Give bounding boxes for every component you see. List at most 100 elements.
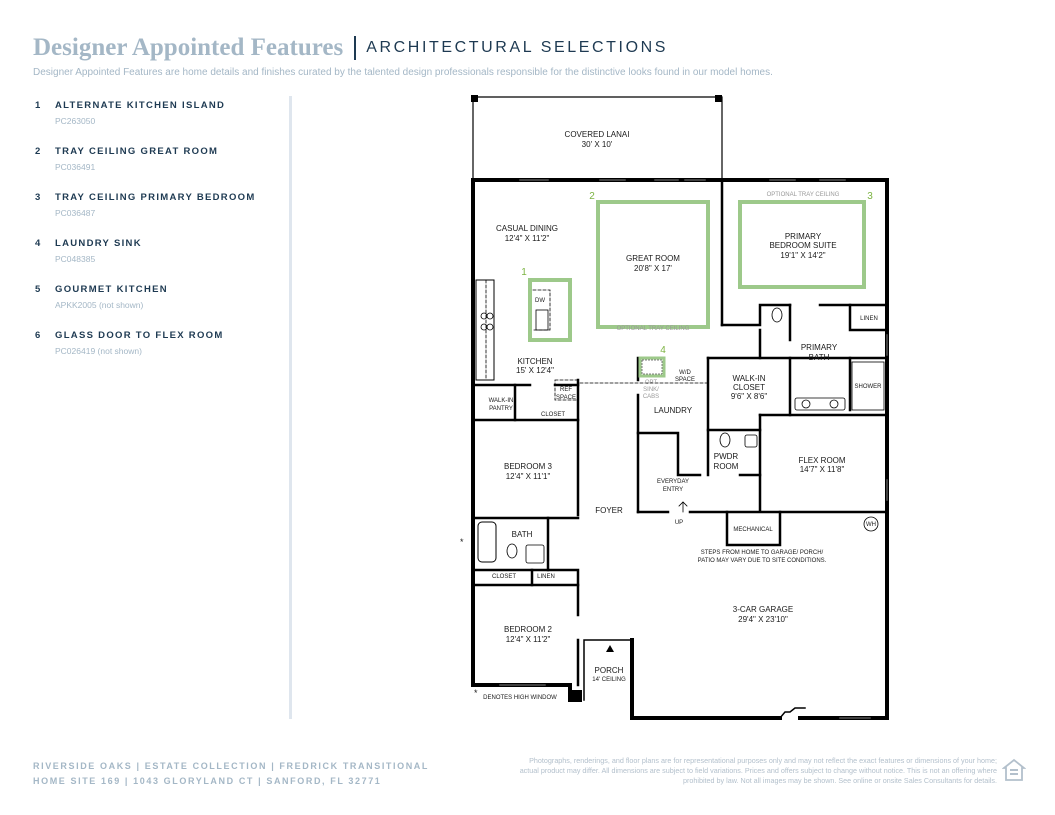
lanai-label: COVERED LANAI	[565, 130, 630, 139]
primary-bath-label-2: BATH	[809, 353, 830, 362]
primary-bedroom-tray-highlight	[738, 200, 866, 289]
feature-name: LAUNDRY SINK	[55, 238, 142, 249]
up-arrow	[678, 501, 688, 513]
everyday-entry-label-2: ENTRY	[663, 487, 683, 493]
pwdr-sink	[744, 434, 758, 448]
interior-walls	[471, 178, 889, 687]
option-highlights	[528, 200, 866, 378]
water-heater-label: WH	[866, 522, 876, 528]
garage-label: 3-CAR GARAGE	[733, 605, 793, 614]
everyday-entry-label: EVERYDAY	[657, 479, 689, 485]
feature-number: 4	[35, 238, 42, 249]
optional-tray-ceiling-label: OPTIONAL TRAY CEILING	[767, 192, 840, 198]
primary-bedroom-dims: 19'1" X 14'2"	[780, 251, 825, 260]
water-heater	[863, 516, 879, 532]
callout-2: 2	[589, 191, 595, 202]
feature-code: APKK2005 (not shown)	[55, 300, 144, 310]
garage-step	[778, 707, 806, 720]
pwdr-room-label: PWDR	[714, 452, 739, 461]
feature-name: GOURMET KITCHEN	[55, 284, 168, 295]
address-line: HOME SITE 169 | 1043 GLORYLAND CT | SANF…	[33, 776, 382, 786]
lanai-dims: 30' X 10'	[582, 140, 613, 149]
feature-code: PC026419 (not shown)	[55, 346, 142, 356]
porch-arrow	[606, 645, 614, 652]
lanai-outline	[472, 96, 723, 181]
opt-sink-label-2: SINK/	[643, 387, 659, 393]
flex-room-dims: 14'7" X 11'8"	[800, 465, 845, 474]
feature-code: PC263050	[55, 116, 96, 126]
great-room-label: GREAT ROOM	[626, 254, 680, 263]
shower-enclosure	[851, 361, 885, 411]
bath-sink	[525, 544, 545, 564]
up-label: UP	[675, 520, 683, 526]
cooktop-burner	[486, 312, 494, 320]
feature-code: PC048385	[55, 254, 96, 264]
steps-note: STEPS FROM HOME TO GARAGE/ PORCH/	[701, 550, 824, 556]
bedroom3-label: BEDROOM 3	[504, 462, 553, 471]
kitchen-label: KITCHEN	[517, 357, 552, 366]
linen-label: LINEN	[537, 574, 555, 580]
feature-number: 3	[35, 192, 42, 203]
feature-code: PC036487	[55, 208, 96, 218]
section-title: ARCHITECTURAL SELECTIONS	[366, 39, 669, 56]
opt-sink-label-3: CABS	[643, 394, 659, 400]
great-room-tray-highlight	[596, 200, 710, 329]
closet-label: CLOSET	[541, 412, 565, 418]
garage-dims: 29'4" X 23'10"	[738, 615, 788, 624]
shower-label: SHOWER	[855, 384, 883, 390]
wd-space-label-2: SPACE	[675, 377, 695, 383]
callout-1: 1	[521, 267, 527, 278]
ref-space-label: REF	[560, 387, 572, 393]
floor-plan: 1 2 3 4 COVERED LANAI 30' X 10' CASUAL D…	[460, 95, 889, 720]
mechanical-label: MECHANICAL	[733, 527, 773, 533]
porch-wall	[583, 639, 633, 701]
feature-number: 2	[35, 146, 42, 157]
bathtub	[477, 521, 497, 563]
exterior-wall-south	[630, 638, 889, 720]
cooktop-burner	[486, 323, 494, 331]
steps-note-2: PATIO MAY VARY DUE TO SITE CONDITIONS.	[698, 558, 827, 564]
exterior-wall-west	[471, 178, 572, 702]
opt-sink-label: OPT	[645, 380, 658, 386]
title-row: Designer Appointed Features ARCHITECTURA…	[33, 34, 1023, 62]
high-window-note: DENOTES HIGH WINDOW	[483, 695, 557, 701]
vanity-basin	[801, 399, 811, 409]
toilet	[506, 543, 518, 559]
feature-name: TRAY CEILING GREAT ROOM	[55, 146, 219, 157]
walk-in-closet-dims: 9'6" X 8'6"	[731, 392, 767, 401]
callout-3: 3	[867, 191, 873, 202]
page-title: Designer Appointed Features	[33, 34, 344, 61]
foyer-label: FOYER	[595, 506, 623, 515]
flex-room-label: FLEX ROOM	[798, 456, 845, 465]
site-info: RIVERSIDE OAKS | ESTATE COLLECTION | FRE…	[33, 759, 429, 789]
disclaimer: Photographs, renderings, and floor plans…	[519, 756, 997, 785]
kitchen-counter	[475, 279, 495, 381]
vanity-basin	[829, 399, 839, 409]
laundry-sink-highlight	[638, 356, 666, 378]
dishwasher-label: DW	[535, 298, 545, 304]
kitchen-sink	[535, 309, 549, 331]
column-divider	[289, 96, 292, 719]
primary-bath-label: PRIMARY	[801, 343, 838, 352]
note-asterisk: *	[474, 688, 478, 698]
feature-name: ALTERNATE KITCHEN ISLAND	[55, 100, 226, 111]
feature-item: 5 GOURMET KITCHEN APKK2005 (not shown)	[35, 284, 285, 330]
page-header: Designer Appointed Features ARCHITECTURA…	[33, 34, 1023, 78]
kitchen-island-highlight	[528, 278, 572, 342]
toilet	[771, 307, 783, 323]
equal-housing-icon	[1002, 758, 1026, 781]
wd-space-label: W/D	[679, 370, 691, 376]
casual-dining-dims: 12'4" X 11'2"	[505, 234, 550, 243]
porch-label: PORCH	[595, 666, 624, 675]
linen-label: LINEN	[860, 316, 878, 322]
feature-name: GLASS DOOR TO FLEX ROOM	[55, 330, 224, 341]
feature-item: 4 LAUNDRY SINK PC048385	[35, 238, 285, 284]
porch-ceiling-label: 14' CEILING	[592, 677, 626, 683]
great-room-dims: 20'8" X 17'	[634, 264, 672, 273]
walk-in-pantry-label-2: PANTRY	[489, 406, 513, 412]
vanity	[794, 397, 846, 411]
feature-number: 5	[35, 284, 42, 295]
